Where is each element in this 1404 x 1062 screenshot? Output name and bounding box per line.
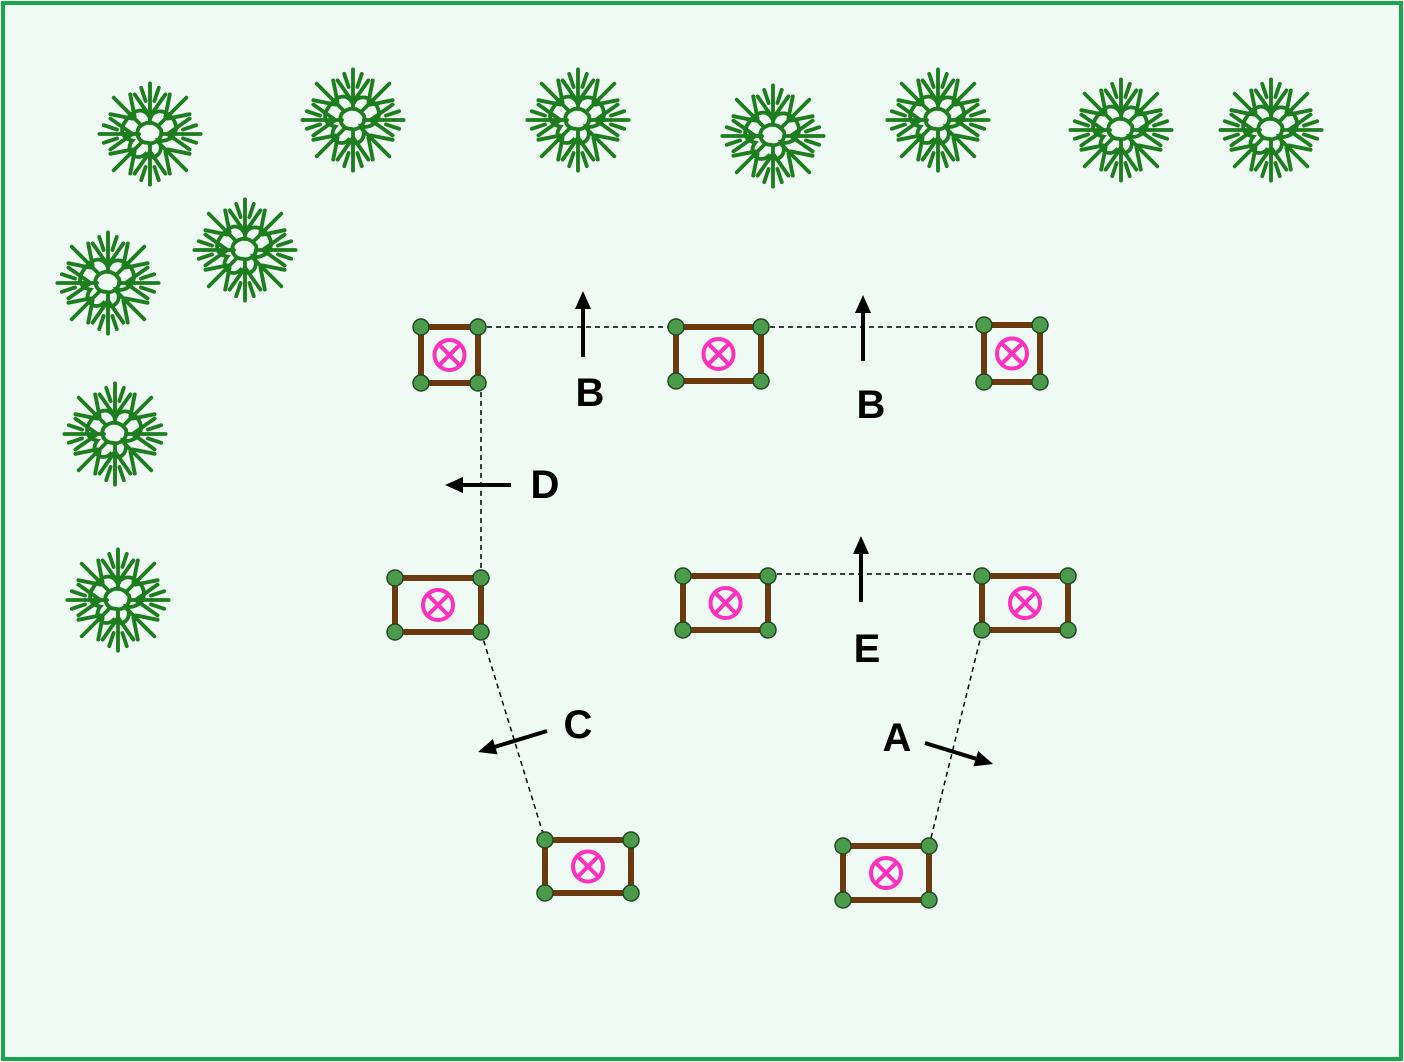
hunting-blind-icon: [674, 567, 777, 639]
corner-post: [674, 621, 692, 639]
corner-post: [412, 374, 430, 392]
arrow-e-icon: [853, 536, 869, 602]
corner-post: [386, 569, 404, 587]
corner-post: [536, 884, 554, 902]
arrow-label-b-right: B: [857, 383, 886, 427]
corner-post: [973, 567, 991, 585]
corner-post: [674, 567, 692, 585]
hunting-blind-icon: [412, 318, 487, 392]
corner-post: [412, 318, 430, 336]
corner-post: [1031, 316, 1049, 334]
hunting-blind-icon: [667, 318, 770, 390]
arrow-c-icon: [478, 729, 548, 755]
corner-post: [622, 831, 640, 849]
corner-post: [973, 621, 991, 639]
corner-post: [469, 374, 487, 392]
circled-x-icon: [869, 856, 903, 890]
corner-post: [920, 837, 938, 855]
hunting-blind-icon: [975, 316, 1049, 391]
circled-x-icon: [708, 586, 743, 620]
connector-line: [928, 631, 983, 847]
blind-frame: [680, 573, 771, 633]
blind-frame: [392, 575, 484, 635]
hunting-blind-icon: [536, 831, 640, 902]
hunting-blind-icon: [386, 569, 490, 641]
corner-post: [759, 621, 777, 639]
corner-post: [667, 318, 685, 336]
corner-post: [752, 372, 770, 390]
corner-post: [834, 837, 852, 855]
arrow-a-icon: [924, 741, 993, 767]
corner-post: [622, 884, 640, 902]
corner-post: [752, 318, 770, 336]
arrow-d-icon: [445, 477, 511, 493]
blind-frame: [418, 324, 481, 386]
arrow-b-left-icon: [575, 291, 591, 357]
corner-post: [759, 567, 777, 585]
circled-x-icon: [995, 336, 1029, 371]
circled-x-icon: [701, 337, 736, 371]
hunting-blind-icon: [973, 567, 1077, 639]
blind-frame: [542, 837, 634, 896]
arrow-label-d: D: [531, 463, 560, 507]
connector-line: [480, 631, 546, 841]
circled-x-icon: [432, 338, 467, 372]
arrow-label-b-left: B: [576, 371, 605, 415]
circled-x-icon: [421, 588, 455, 622]
corner-post: [975, 373, 993, 391]
arrow-label-e: E: [854, 627, 881, 671]
blind-frame: [840, 843, 932, 903]
corner-post: [667, 372, 685, 390]
blind-frame: [979, 573, 1071, 633]
corner-post: [469, 318, 487, 336]
corner-post: [386, 623, 404, 641]
corner-post: [472, 569, 490, 587]
corner-post: [536, 831, 554, 849]
blind-frame: [981, 322, 1043, 385]
corner-post: [472, 623, 490, 641]
arrow-group: [445, 291, 993, 767]
corner-post: [975, 316, 993, 334]
connector-lines: [478, 326, 984, 847]
corner-post: [1059, 567, 1077, 585]
arrow-b-right-icon: [855, 295, 871, 361]
blind-frame: [673, 324, 764, 384]
corner-post: [834, 891, 852, 909]
corner-post: [920, 891, 938, 909]
corner-post: [1059, 621, 1077, 639]
corner-post: [1031, 373, 1049, 391]
circled-x-icon: [1008, 586, 1042, 620]
blind-group: [386, 316, 1077, 909]
arrow-label-c: C: [564, 703, 593, 747]
circled-x-icon: [571, 849, 605, 884]
hunting-blind-icon: [834, 837, 938, 909]
arrow-label-a: A: [883, 716, 912, 760]
